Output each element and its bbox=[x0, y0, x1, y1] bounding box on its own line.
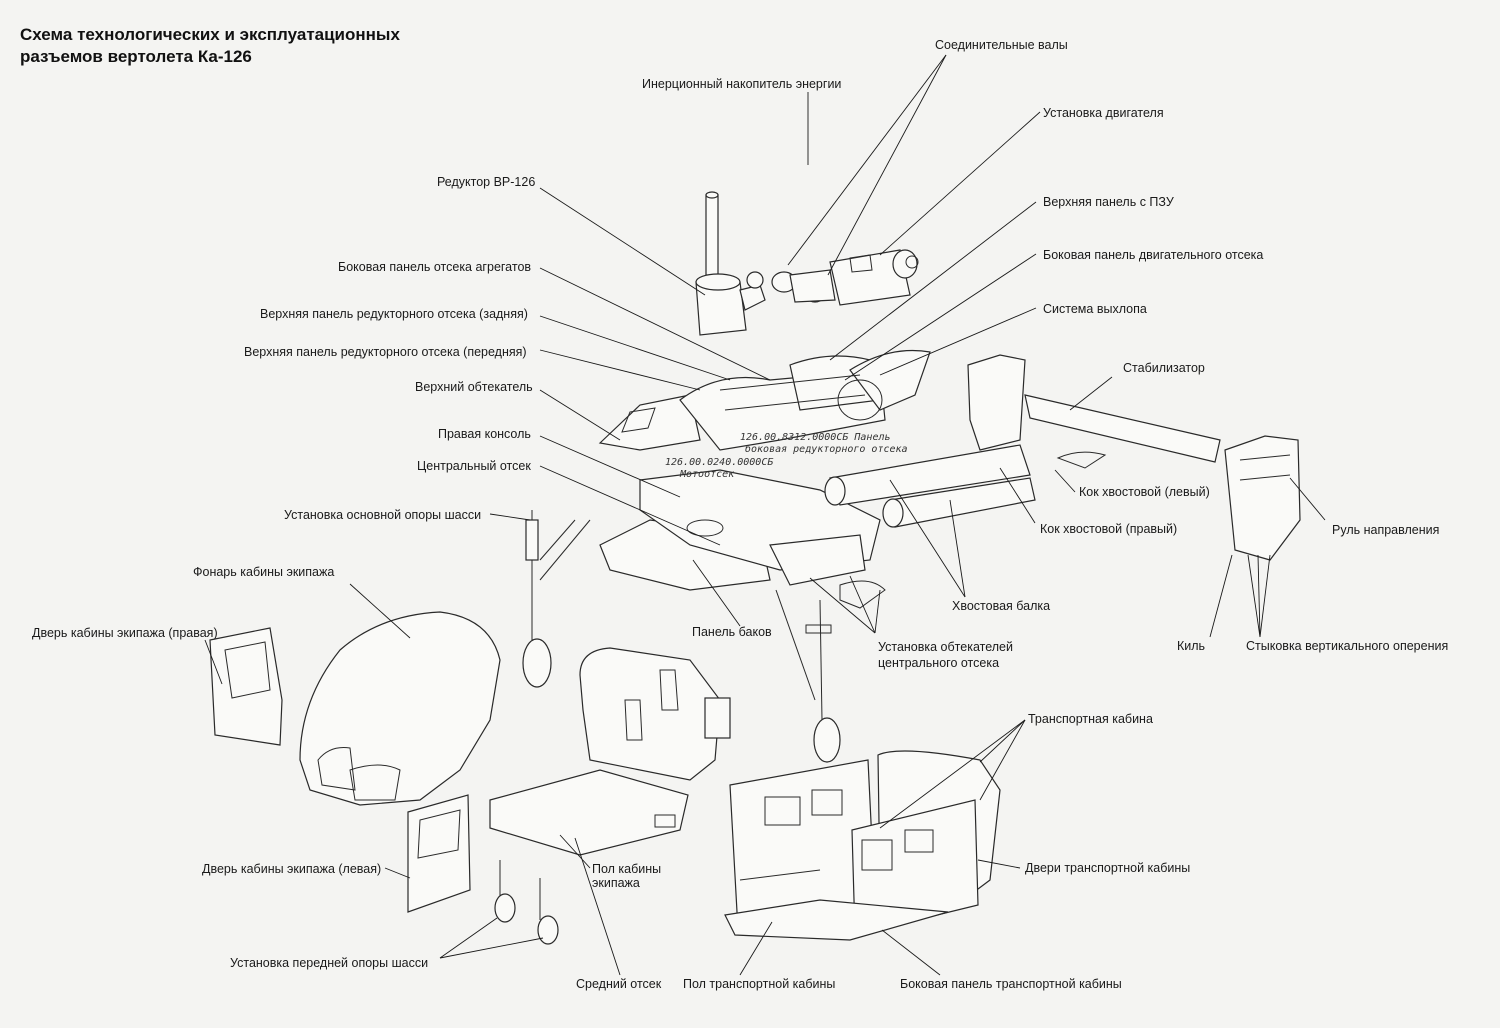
label-central-section: Центральный отсек bbox=[417, 459, 531, 473]
central-section-drawing bbox=[599, 469, 886, 609]
label-upper-panel-gear-front: Верхняя панель редукторного отсека (пере… bbox=[244, 345, 527, 359]
label-upper-panel-gear-rear: Верхняя панель редукторного отсека (задн… bbox=[260, 307, 528, 321]
label-tail-cone-right: Кок хвостовой (правый) bbox=[1040, 522, 1177, 536]
label-middle-section: Средний отсек bbox=[576, 977, 662, 991]
label-nose-gear: Установка передней опоры шасси bbox=[230, 956, 428, 970]
label-transport-cabin: Транспортная кабина bbox=[1028, 712, 1153, 726]
crew-floor-drawing bbox=[489, 769, 689, 856]
note-2-line-2: Мотоотсек bbox=[679, 469, 735, 480]
gearbox-drawing bbox=[695, 191, 766, 336]
label-tail-cone-left: Кок хвостовой (левый) bbox=[1079, 485, 1210, 499]
title-line-1: Схема технологических и эксплуатационных bbox=[20, 25, 400, 44]
landing-gear-drawing bbox=[522, 510, 841, 763]
label-side-panel-engine: Боковая панель двигательного отсека bbox=[1043, 248, 1263, 262]
cowling-drawing bbox=[679, 349, 931, 451]
label-transport-floor: Пол транспортной кабины bbox=[683, 977, 835, 991]
middle-section-drawing bbox=[579, 647, 731, 781]
cabin-drawing bbox=[724, 750, 1001, 941]
label-upper-panel-pzu: Верхняя панель с ПЗУ bbox=[1043, 195, 1174, 209]
label-inertial-storage: Инерционный накопитель энергии bbox=[642, 77, 841, 91]
label-transport-doors: Двери транспортной кабины bbox=[1025, 861, 1190, 875]
leader-lines bbox=[204, 54, 1326, 976]
label-crew-floor: Пол кабины экипажа bbox=[592, 862, 665, 890]
title-line-2: разъемов вертолета Ка-126 bbox=[20, 47, 252, 66]
label-engine-install: Установка двигателя bbox=[1043, 106, 1164, 120]
label-exhaust: Система выхлопа bbox=[1043, 302, 1147, 316]
label-upper-fairing: Верхний обтекатель bbox=[415, 380, 533, 394]
label-crew-door-right: Дверь кабины экипажа (правая) bbox=[32, 626, 218, 640]
label-right-console: Правая консоль bbox=[438, 427, 531, 441]
crew-door-right-drawing bbox=[209, 627, 283, 746]
label-rudder: Руль направления bbox=[1332, 523, 1439, 537]
label-main-gear: Установка основной опоры шасси bbox=[284, 508, 481, 522]
label-fin: Киль bbox=[1177, 639, 1205, 653]
labels: Соединительные валы Инерционный накопите… bbox=[32, 38, 1448, 991]
page-title: Схема технологических и эксплуатационных… bbox=[20, 24, 400, 68]
tail-boom-drawing bbox=[824, 444, 1036, 528]
tail-drawing bbox=[967, 354, 1301, 561]
label-connecting-shafts: Соединительные валы bbox=[935, 38, 1068, 52]
label-canopy: Фонарь кабины экипажа bbox=[193, 565, 334, 579]
label-stabilizer: Стабилизатор bbox=[1123, 361, 1205, 375]
canopy-drawing bbox=[299, 611, 501, 806]
label-crew-door-left: Дверь кабины экипажа (левая) bbox=[202, 862, 381, 876]
nose-gear-drawing bbox=[494, 860, 559, 945]
label-center-fairings: Установка обтекателей центрального отсек… bbox=[878, 640, 1016, 670]
engine-drawing bbox=[771, 249, 919, 306]
note-2-line-1: 126.00.0240.0000СБ bbox=[665, 457, 773, 468]
label-vertical-tail-joint: Стыковка вертикального оперения bbox=[1246, 639, 1448, 653]
crew-door-left-drawing bbox=[407, 794, 471, 913]
note-1-line-1: 126.00.8312.0000СБ Панель bbox=[740, 432, 891, 443]
note-1-line-2: боковая редукторного отсека bbox=[745, 443, 908, 455]
label-side-panel-units: Боковая панель отсека агрегатов bbox=[338, 260, 531, 274]
label-gearbox: Редуктор ВР-126 bbox=[437, 175, 535, 189]
label-tail-boom: Хвостовая балка bbox=[952, 599, 1050, 613]
label-tank-panel: Панель баков bbox=[692, 625, 772, 639]
label-transport-side-panel: Боковая панель транспортной кабины bbox=[900, 977, 1122, 991]
